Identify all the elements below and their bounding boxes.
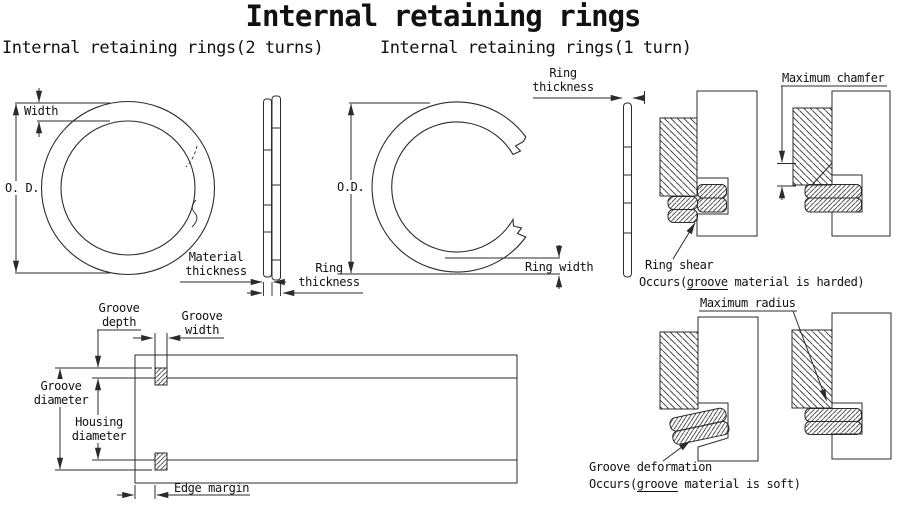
label-ring-shear: Ring shear xyxy=(645,258,714,272)
one-turn-ring-side-view xyxy=(623,102,632,278)
subtitle-one-turn: Internal retaining rings(1 turn) xyxy=(380,38,692,58)
ring-shear-section xyxy=(659,90,758,260)
label-edge-margin: Edge margin xyxy=(174,481,250,495)
label-groove-depth: Groove depth xyxy=(98,301,140,329)
page-title: Internal retaining rings xyxy=(245,0,641,33)
two-turn-ring-dimensions xyxy=(12,88,110,274)
subtitle-two-turns: Internal retaining rings(2 turns) xyxy=(2,38,324,58)
label-maximum-chamfer: Maximum chamfer xyxy=(782,71,885,85)
two-turn-ring-side-view xyxy=(180,95,363,297)
label-groove-deformation: Groove deformation xyxy=(589,460,712,474)
maximum-chamfer-section xyxy=(777,85,891,237)
label-groove-deformation-occurs: Occurs(groove material is soft) xyxy=(589,477,801,492)
maximum-radius-section xyxy=(699,310,892,460)
label-groove-diameter: Groove diameter xyxy=(30,379,92,407)
one-turn-ring-dimensions xyxy=(340,91,645,289)
label-ring-thickness-2t: Ring thickness xyxy=(298,261,360,289)
label-ring-width: Ring width xyxy=(525,260,594,274)
one-turn-ring-front-view xyxy=(371,101,527,273)
label-od-mid: O.D. xyxy=(336,180,366,194)
label-width: Width xyxy=(24,104,59,118)
two-turn-ring-front-view xyxy=(40,100,216,276)
label-groove-width: Groove width xyxy=(181,309,223,337)
label-ring-thickness-1t: Ring thickness xyxy=(532,66,594,94)
label-od-left: O. D. xyxy=(4,181,41,195)
groove-housing-section xyxy=(55,329,518,499)
label-material-thickness: Material thickness xyxy=(185,250,247,278)
label-ring-shear-occurs: Occurs(groove material is harded) xyxy=(639,275,865,290)
groove-deformation-section xyxy=(659,316,759,462)
label-maximum-radius: Maximum radius xyxy=(700,296,796,310)
label-housing-diameter: Housing diameter xyxy=(68,415,130,443)
